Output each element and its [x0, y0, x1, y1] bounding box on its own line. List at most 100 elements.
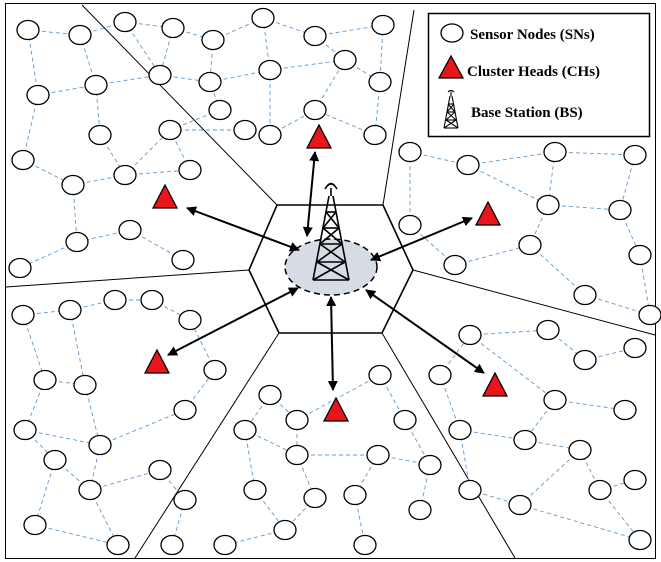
boundary-line [381, 332, 516, 559]
circle-icon [65, 231, 89, 253]
circle-icon [178, 309, 202, 331]
circle-icon [68, 24, 92, 46]
circle-icon [198, 71, 222, 93]
circle-icon [508, 494, 532, 516]
circle-icon [628, 529, 652, 551]
transmission-tower-icon [443, 89, 459, 129]
circle-icon [638, 304, 661, 326]
circle-icon [303, 487, 327, 509]
circle-icon [213, 534, 237, 556]
dashed-link [124, 21, 161, 76]
red-triangle-icon [474, 200, 502, 226]
red-triangle-icon [322, 396, 350, 422]
circle-icon [543, 141, 567, 163]
circle-icon [398, 141, 422, 163]
dashed-link [34, 524, 119, 546]
circle-icon [543, 389, 567, 411]
circle-icon [333, 49, 357, 71]
circle-icon [178, 159, 202, 181]
circle-icon [285, 409, 309, 431]
circle-icon [140, 289, 164, 311]
ch-bs-arrow [186, 206, 300, 252]
circle-icon [443, 254, 467, 276]
base-station-zone [284, 238, 378, 296]
circle-icon [158, 119, 182, 141]
dashed-link [84, 384, 101, 446]
circle-icon [428, 364, 452, 386]
circle-icon [73, 374, 97, 396]
circle-icon [118, 219, 142, 241]
circle-icon [233, 119, 257, 141]
circle-icon [103, 289, 127, 311]
red-triangle-icon [143, 348, 171, 374]
circle-icon [573, 349, 597, 371]
dashed-link [469, 329, 549, 336]
circle-icon [148, 459, 172, 481]
circle-icon [536, 319, 560, 341]
circle-icon [418, 454, 442, 476]
circle-icon [518, 234, 542, 256]
circle-icon [258, 384, 282, 406]
circle-icon [11, 149, 35, 171]
circle-icon [608, 199, 632, 221]
circle-icon [568, 439, 592, 461]
red-triangle-icon [151, 183, 179, 209]
circle-icon [148, 64, 172, 86]
dashed-link [27, 29, 39, 96]
circle-icon [448, 419, 472, 441]
circle-icon [285, 444, 309, 466]
circle-icon [8, 257, 32, 279]
diagram-frame [5, 3, 656, 559]
circle-icon [84, 74, 108, 96]
circle-icon [243, 479, 267, 501]
dashed-link [467, 151, 556, 166]
circle-icon [173, 399, 197, 421]
circle-icon [88, 124, 112, 146]
dashed-link [519, 504, 641, 541]
dashed-link [34, 459, 56, 526]
circle-icon [368, 364, 392, 386]
circle-icon [343, 484, 367, 506]
circle-icon [11, 304, 35, 326]
circle-icon [201, 29, 225, 51]
dashed-link [99, 409, 186, 446]
circle-icon [33, 369, 57, 391]
dashed-link [24, 429, 101, 446]
dashed-link [454, 244, 531, 266]
dashed-link [469, 334, 556, 401]
circle-icon [113, 164, 137, 186]
circle-icon [258, 59, 282, 81]
circle-icon [161, 17, 185, 39]
circle-icon [173, 489, 197, 511]
dashed-link [519, 449, 581, 506]
circle-icon [23, 514, 47, 536]
red-triangle-icon [481, 371, 509, 397]
dashed-link [554, 151, 636, 156]
dashed-link [554, 399, 626, 411]
boundary-line [81, 4, 278, 206]
red-triangle-icon [305, 123, 333, 149]
circle-icon [536, 194, 560, 216]
dashed-link [22, 314, 46, 381]
circle-icon [13, 419, 37, 441]
circle-icon [458, 479, 482, 501]
circle-icon [113, 11, 137, 33]
dashed-link [269, 59, 346, 71]
circle-icon [623, 337, 647, 359]
ch-bs-arrow [365, 289, 485, 374]
circle-icon [61, 174, 85, 196]
communication-arrows [167, 151, 485, 391]
circle-icon [366, 444, 390, 466]
circle-icon [303, 25, 327, 47]
circle-icon [303, 99, 327, 121]
circle-icon [353, 534, 377, 556]
circle-icon [78, 479, 102, 501]
circle-icon [16, 19, 40, 41]
circle-icon [458, 324, 482, 346]
circle-icon [613, 399, 637, 421]
transmission-tower-icon [312, 182, 350, 281]
dashed-link [296, 374, 381, 421]
circle-icon [160, 534, 184, 556]
cluster-heads [143, 123, 509, 422]
circle-icon [440, 23, 464, 43]
